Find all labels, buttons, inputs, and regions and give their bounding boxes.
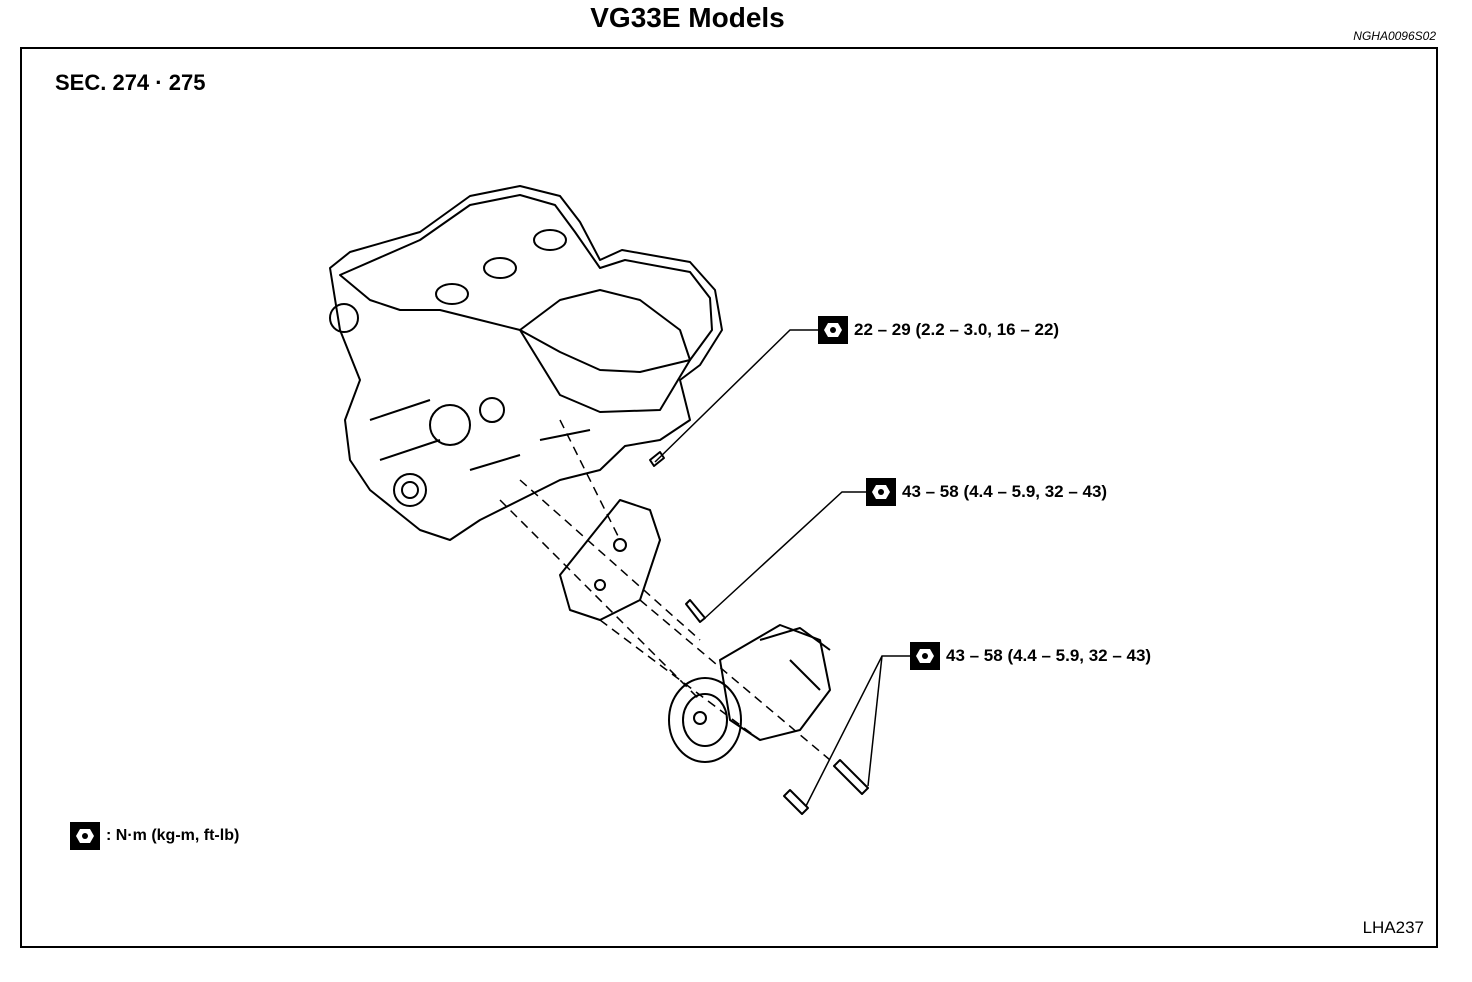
pulley-inner bbox=[682, 693, 728, 747]
leader-line-3b bbox=[867, 655, 883, 787]
port-1 bbox=[435, 283, 469, 305]
leader-line-1 bbox=[654, 329, 818, 463]
document-code: NGHA0096S02 bbox=[1353, 29, 1436, 43]
valve-cover bbox=[519, 289, 691, 413]
figure-id: LHA237 bbox=[1362, 918, 1424, 937]
cylinder-head-gasket bbox=[339, 194, 713, 373]
alignment-line-1 bbox=[499, 499, 701, 701]
legend-text: : N·m (kg-m, ft-lb) bbox=[106, 827, 240, 844]
port-2 bbox=[483, 257, 517, 279]
alignment-line-4 bbox=[639, 599, 831, 761]
diagram-frame bbox=[20, 47, 1438, 948]
leader-line-3a bbox=[805, 655, 910, 807]
leader-line-2 bbox=[704, 491, 866, 619]
pump-body-detail bbox=[759, 627, 831, 691]
torque-callout-1: 22 – 29 (2.2 – 3.0, 16 – 22) bbox=[818, 316, 1059, 344]
torque-wrench-icon bbox=[818, 316, 848, 344]
port-3 bbox=[533, 229, 567, 251]
torque-wrench-icon bbox=[70, 822, 100, 850]
water-outlet bbox=[393, 473, 427, 507]
torque-wrench-icon bbox=[910, 642, 940, 670]
torque-callout-2: 43 – 58 (4.4 – 5.9, 32 – 43) bbox=[866, 478, 1107, 506]
section-label: SEC. 274 · 275 bbox=[55, 70, 206, 95]
torque-value-2: 43 – 58 (4.4 – 5.9, 32 – 43) bbox=[902, 482, 1108, 501]
alignment-line-5 bbox=[559, 419, 621, 541]
bolt-middle bbox=[685, 599, 706, 623]
bolt-lower-2 bbox=[833, 759, 869, 795]
oil-port-2 bbox=[479, 397, 505, 423]
bolt-upper bbox=[649, 451, 665, 467]
pulley-hub bbox=[693, 711, 707, 725]
pump-bracket bbox=[559, 499, 661, 621]
engine-block-outline bbox=[329, 185, 723, 541]
block-ribs bbox=[369, 399, 591, 471]
bracket-hole-2 bbox=[594, 579, 606, 591]
bolt-lower-1 bbox=[783, 789, 809, 815]
bracket-hole bbox=[613, 538, 627, 552]
alignment-line-2 bbox=[519, 479, 701, 641]
alignment-line-3 bbox=[599, 619, 761, 741]
page-title: VG33E Models bbox=[590, 2, 785, 33]
outlet-inner bbox=[401, 481, 419, 499]
pump-pulley bbox=[668, 677, 742, 763]
torque-callout-3: 43 – 58 (4.4 – 5.9, 32 – 43) bbox=[910, 642, 1151, 670]
torque-value-3: 43 – 58 (4.4 – 5.9, 32 – 43) bbox=[946, 646, 1152, 665]
oil-port bbox=[429, 404, 471, 446]
pump-body bbox=[719, 624, 831, 741]
torque-legend: : N·m (kg-m, ft-lb) bbox=[70, 822, 239, 850]
torque-wrench-icon bbox=[866, 478, 896, 506]
torque-value-1: 22 – 29 (2.2 – 3.0, 16 – 22) bbox=[854, 320, 1060, 339]
port-front bbox=[329, 303, 359, 333]
